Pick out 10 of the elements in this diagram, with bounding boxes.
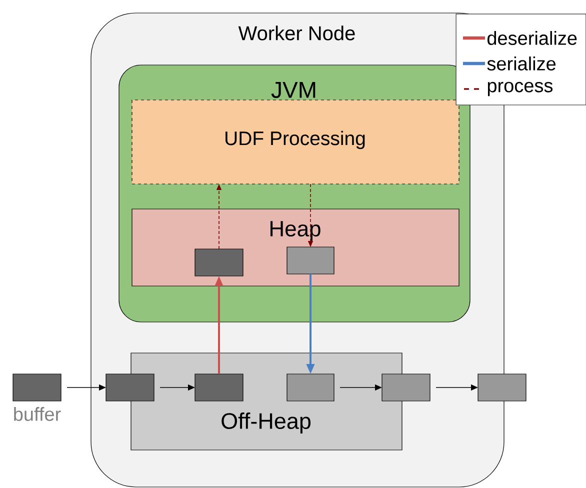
buffer-block — [286, 374, 334, 402]
node-label: buffer — [14, 407, 61, 421]
buffer-block — [478, 374, 526, 402]
buffer-block — [194, 374, 244, 402]
buffer-block — [286, 246, 334, 274]
buffer-block — [194, 248, 244, 276]
buffer-block: buffer — [12, 374, 62, 421]
udf-processing-box: UDF Processing — [132, 100, 460, 184]
buffer-block — [382, 374, 430, 402]
buffer-block — [106, 374, 154, 402]
